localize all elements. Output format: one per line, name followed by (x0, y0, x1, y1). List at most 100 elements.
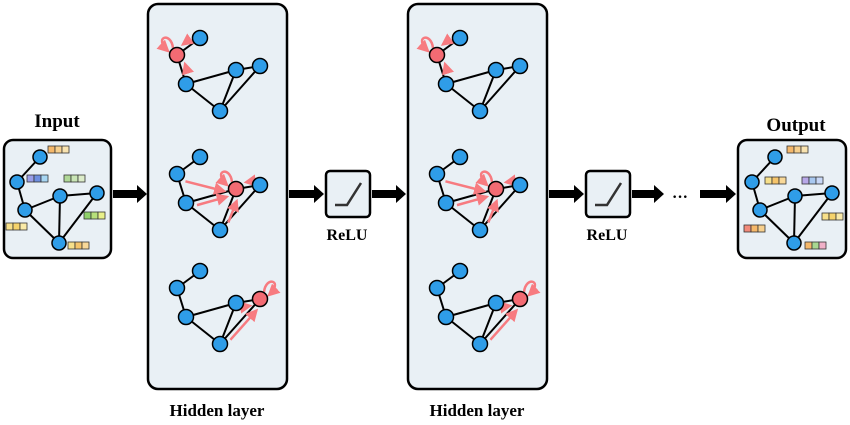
hidden-layer-1-graphs (156, 29, 281, 353)
message-arrow (182, 61, 194, 76)
graph-node (52, 188, 68, 204)
graph-node (428, 165, 446, 183)
feature-cell (793, 145, 802, 154)
graph-edge (185, 188, 237, 204)
graph-node (471, 335, 489, 353)
graph-node (511, 57, 529, 75)
graph-node (451, 262, 469, 280)
self-loop-arrow (215, 170, 234, 187)
feature-vector (786, 145, 809, 154)
feature-vector (63, 174, 86, 183)
feature-cell (26, 174, 35, 183)
feature-vector (47, 145, 70, 154)
hidden-graph-bottom (428, 262, 541, 353)
feature-vector (5, 222, 28, 231)
graph-node (428, 279, 446, 297)
graph-node (471, 221, 489, 239)
graph-node (191, 29, 209, 47)
graph-edge (219, 65, 261, 112)
graph-node (89, 185, 105, 201)
graph-node (487, 61, 505, 79)
relu-curve-icon (595, 182, 623, 207)
graph-node (211, 102, 229, 120)
target-node (168, 46, 186, 64)
graph-node (9, 174, 25, 190)
graph-node (767, 149, 783, 165)
feature-cell (19, 222, 28, 231)
target-node (251, 290, 269, 308)
target-node (511, 290, 529, 308)
feature-cell (743, 224, 752, 233)
graph-node (744, 174, 760, 190)
hidden-graph-top (156, 29, 269, 120)
self-loop-arrow (156, 36, 175, 53)
graph-node (787, 188, 803, 204)
flow-arrows (113, 185, 736, 203)
feature-cell (801, 176, 810, 185)
feature-cell (47, 145, 56, 154)
feature-cell (818, 241, 827, 250)
graph-node (211, 335, 229, 353)
feature-cell (67, 241, 76, 250)
graph-node (177, 308, 195, 326)
feature-cell (815, 176, 824, 185)
message-arrow (185, 180, 227, 195)
graph-node (437, 308, 455, 326)
feature-vector (83, 211, 106, 220)
message-arrow (456, 193, 490, 207)
hidden-layer-2-label: Hidden layer (430, 401, 525, 420)
feature-cell (750, 224, 759, 233)
feature-cell (804, 241, 813, 250)
flow-arrow (289, 185, 324, 203)
feature-cell (5, 222, 14, 231)
feature-cell (828, 212, 837, 221)
self-loop-arrow (475, 170, 494, 187)
feature-vector (804, 241, 827, 250)
graph-node (211, 221, 229, 239)
graph-node (168, 279, 186, 297)
hidden-graph-bottom (168, 262, 281, 353)
graph-edge (58, 192, 98, 244)
feature-cell (90, 211, 99, 220)
graph-node (487, 294, 505, 312)
graph-edge (24, 209, 60, 244)
relu-1-box (324, 169, 372, 219)
flow-arrow (549, 185, 584, 203)
message-arrow (440, 33, 455, 46)
graph-edge (219, 298, 261, 345)
graph-edge (185, 69, 237, 85)
graph-node (451, 148, 469, 166)
message-arrow (489, 308, 519, 341)
feature-cell (778, 176, 787, 185)
target-node (487, 180, 505, 198)
graph-node (51, 235, 67, 251)
output-graph (743, 145, 844, 251)
graph-node (451, 29, 469, 47)
flow-arrow (632, 185, 664, 203)
feature-cell (757, 224, 766, 233)
message-arrow (239, 301, 253, 314)
graph-edge (445, 302, 497, 318)
graph-edge (445, 188, 497, 204)
input-graph (5, 145, 106, 251)
output-label: Output (766, 115, 826, 136)
graph-node (471, 102, 489, 120)
target-node (227, 180, 245, 198)
message-arrow (229, 308, 259, 341)
relu-2-label: ReLU (587, 227, 628, 244)
target-node (428, 46, 446, 64)
graph-node (191, 148, 209, 166)
feature-cell (70, 174, 79, 183)
message-arrow (499, 301, 513, 314)
feature-cell (77, 174, 86, 183)
message-arrow (180, 33, 195, 46)
graph-node (17, 202, 33, 218)
feature-cell (12, 222, 21, 231)
hidden-graph-middle (168, 148, 269, 239)
feature-cell (81, 241, 90, 250)
feature-cell (33, 174, 42, 183)
input-label: Input (34, 111, 80, 132)
feature-cell (54, 145, 63, 154)
graph-node (227, 294, 245, 312)
